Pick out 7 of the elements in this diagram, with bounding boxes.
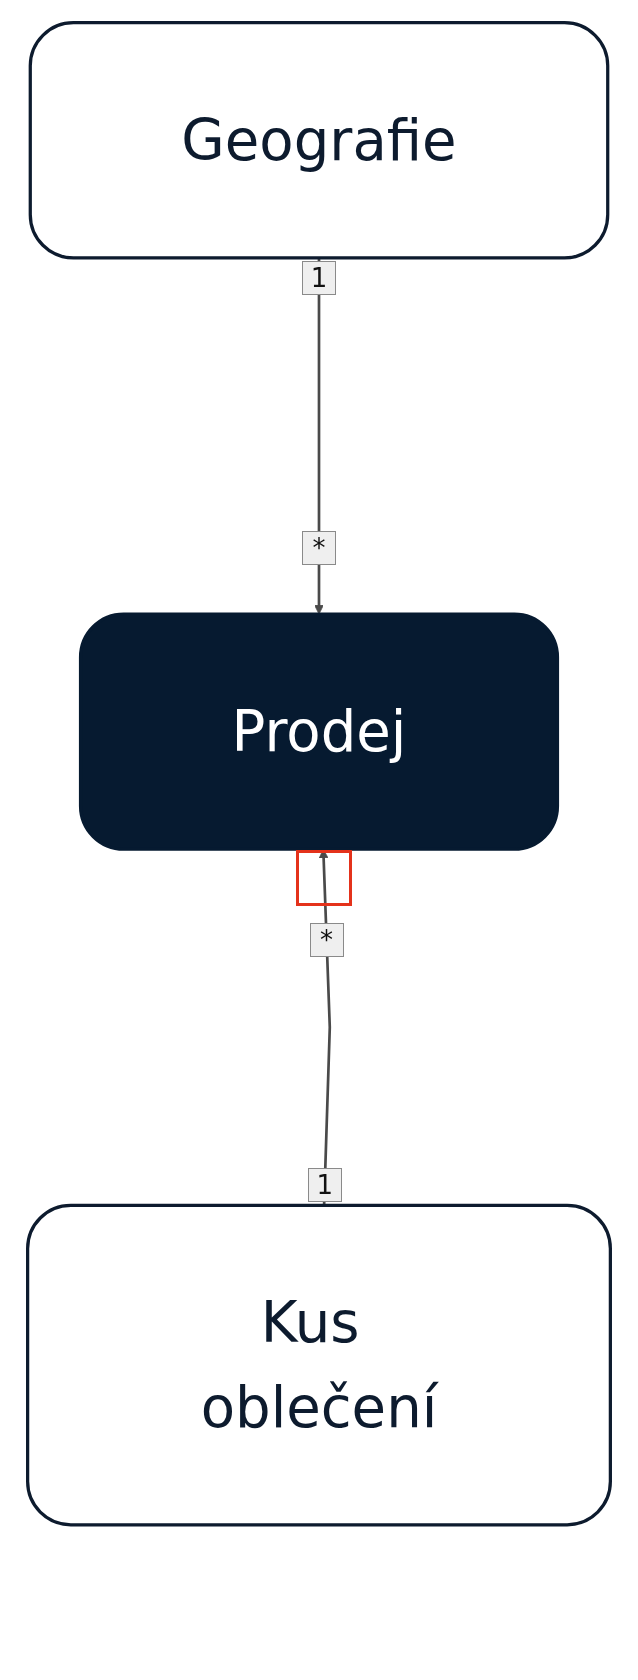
cardinality-label: * — [309, 922, 344, 957]
cardinality-label: 1 — [302, 260, 336, 295]
cardinality-label: 1 — [307, 1168, 342, 1203]
node-box: Geografie — [28, 21, 610, 260]
node-box: Prodej — [78, 612, 560, 851]
node-box: Kus oblečení — [26, 1203, 612, 1527]
cardinality-label: * — [302, 530, 336, 565]
